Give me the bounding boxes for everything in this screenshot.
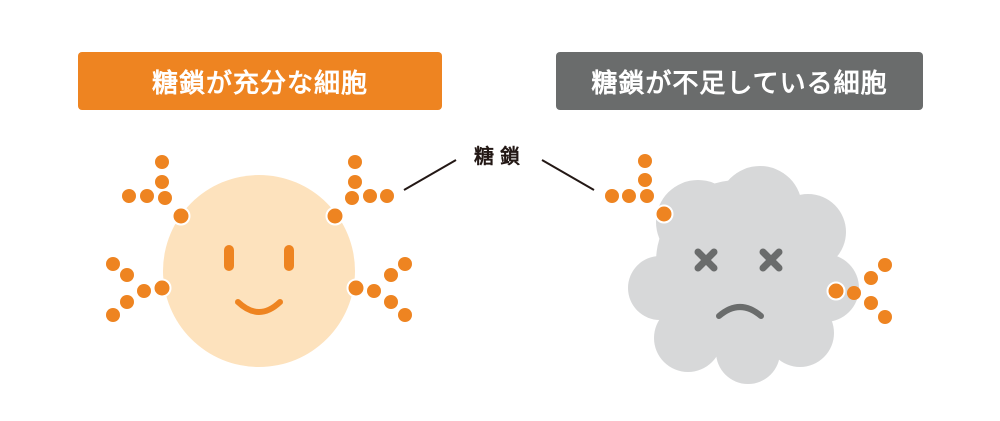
glycan-dot [120,268,134,282]
glycan-dot [878,258,892,272]
deficient-frown [716,304,764,319]
glycan-dot [640,189,654,203]
glycan-dot [155,175,169,189]
glycan-dot [137,284,151,298]
deficient-left-eye-x [694,248,718,272]
glycan-leader-lines [403,159,595,191]
healthy-cell-label: 糖鎖が充分な細胞 [78,52,442,110]
glycan-dot [398,257,412,271]
glycan-dot [106,308,120,322]
deficient-right-eye-x [759,248,783,272]
healthy-smile [235,299,283,315]
glycan-dot [152,278,172,298]
glycan-dot [380,189,394,203]
deficient-cell-body [628,166,859,384]
glycan-chains [106,154,892,324]
glycan-dot [348,155,362,169]
glycan-dot [345,191,359,205]
glycan-dot [826,281,846,301]
glycan-chain-healthy-lower-right [346,257,412,322]
glycan-dot [140,189,154,203]
glycan-dot [363,189,377,203]
glycan-dot [155,155,169,169]
glycan-dot [325,206,345,226]
healthy-cell [163,175,355,367]
glycan-dot [864,271,878,285]
dizzy-sad-face-icon [694,248,783,319]
glycan-label: 糖鎖 [474,144,526,168]
glycan-chain-healthy-upper-left [122,155,191,226]
glycan-dot [878,310,892,324]
glycan-dot [346,278,366,298]
glycan-chain-deficient-right [826,258,892,324]
glycan-dot [398,308,412,322]
glycan-dot [638,173,652,187]
smiling-face-icon [224,245,294,315]
glycan-dot [367,284,381,298]
deficient-cell-label: 糖鎖が不足している細胞 [556,52,923,110]
leader-line-left [403,159,457,191]
glycan-dot [348,175,362,189]
deficient-cell-label-text: 糖鎖が不足している細胞 [591,68,888,99]
healthy-cell-label-text: 糖鎖が充分な細胞 [151,68,368,99]
glycan-dot [638,154,652,168]
glycan-dot [847,286,861,300]
glycan-dot [122,189,136,203]
glycan-dot [384,268,398,282]
glycan-dot [654,204,674,224]
leader-line-right [541,159,595,191]
glycan-dot [106,257,120,271]
glycan-dot [171,206,191,226]
glycan-chain-deficient-upper-left [605,154,674,224]
glycan-chain-healthy-upper-right [325,155,394,226]
glycan-dot [120,295,134,309]
glycan-dot [384,295,398,309]
glycan-dot [158,191,172,205]
glycan-dot [605,189,619,203]
glycan-dot [864,296,878,310]
deficient-cell [628,166,859,384]
glycan-chain-healthy-lower-left [106,257,172,322]
healthy-cell-body [163,175,355,367]
glycan-dot [622,189,636,203]
